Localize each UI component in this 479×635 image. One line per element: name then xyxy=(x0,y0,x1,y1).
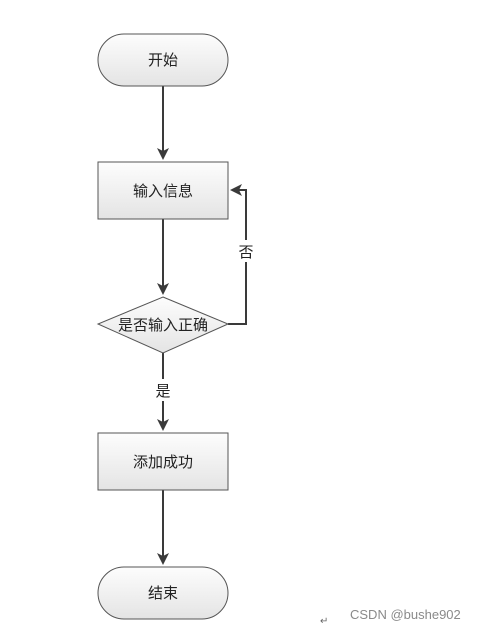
csdn-watermark: CSDN @bushe902 xyxy=(350,607,461,622)
input-process-box xyxy=(97,161,229,220)
end-terminal xyxy=(97,566,229,620)
decision-diamond xyxy=(96,296,230,354)
success-process-box xyxy=(97,432,229,491)
yes-label-bg xyxy=(154,379,172,401)
input-process-label: 输入信息 xyxy=(133,182,193,200)
end-label: 结束 xyxy=(148,584,178,602)
decision-label: 是否输入正确 xyxy=(118,316,208,334)
edge-label-yes: 是 xyxy=(155,382,170,400)
start-terminal xyxy=(97,33,229,87)
return-mark-icon: ↵ xyxy=(320,616,328,627)
start-label: 开始 xyxy=(148,51,178,69)
no-label-bg xyxy=(237,240,255,262)
edge-label-no: 否 xyxy=(238,243,253,261)
success-process-label: 添加成功 xyxy=(133,453,193,471)
